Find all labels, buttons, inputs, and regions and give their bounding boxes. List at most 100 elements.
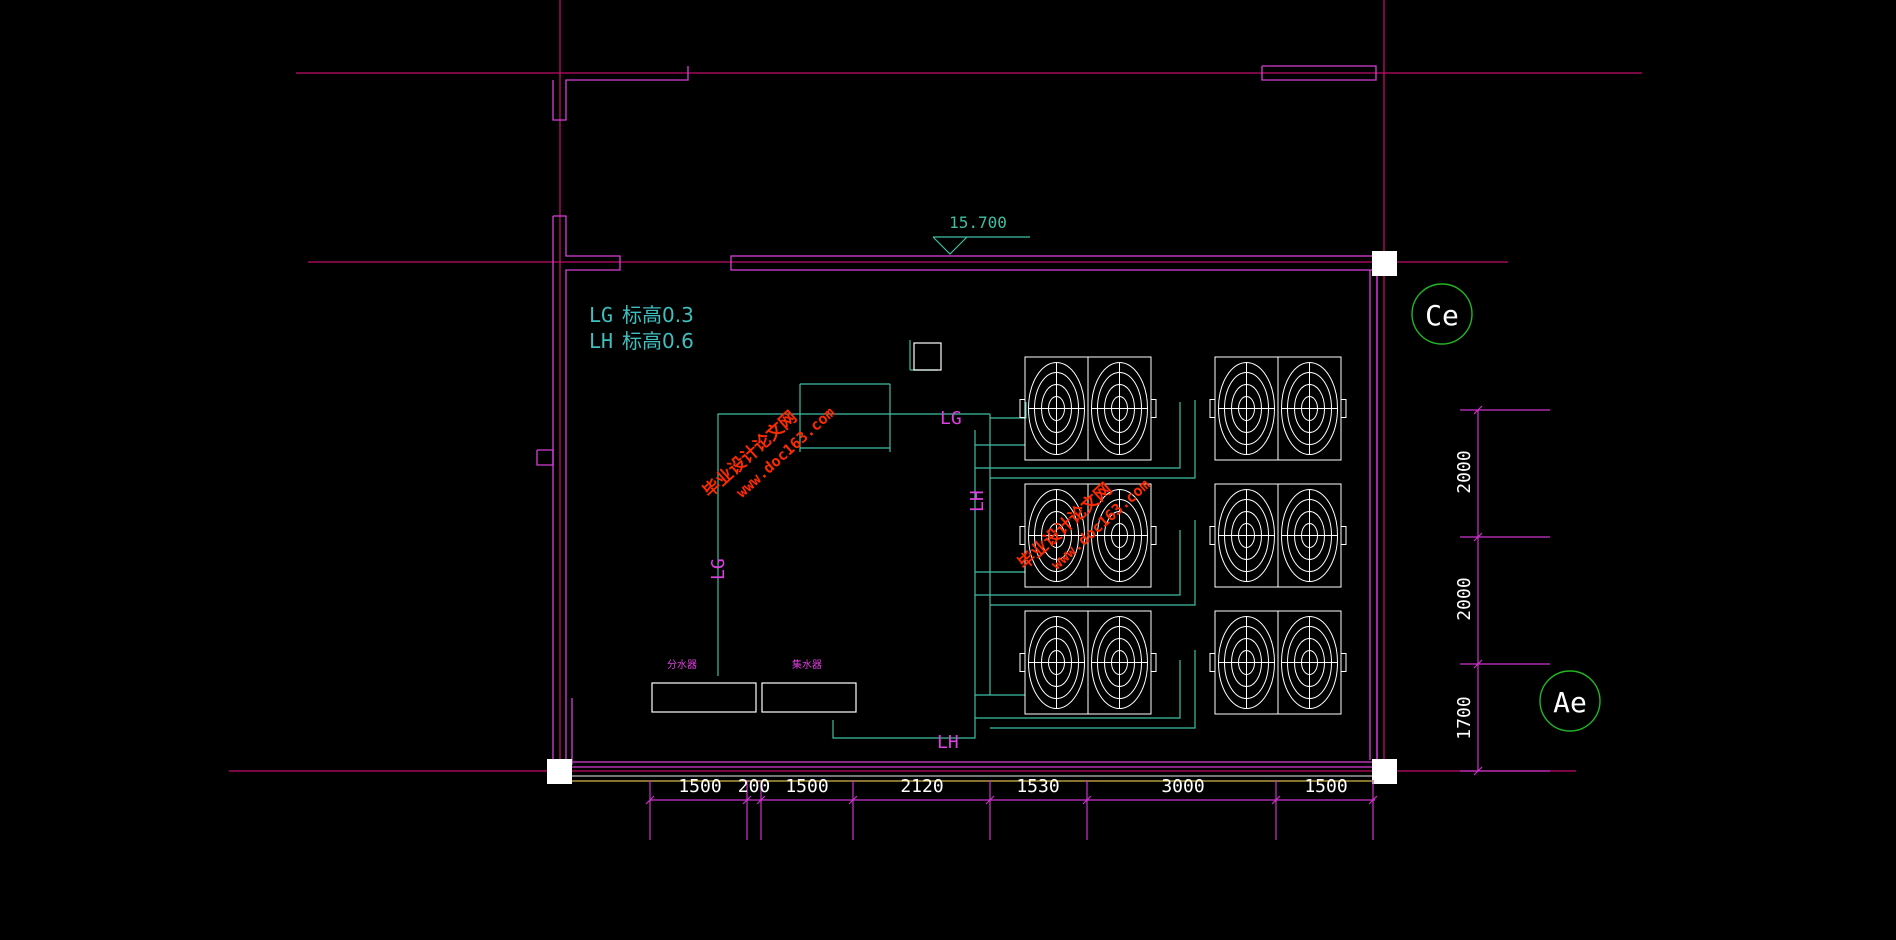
- legend-text-lh: 标高0.6: [622, 329, 694, 353]
- grid-bubble-ce-label: Ce: [1425, 299, 1459, 332]
- column-ce-right: [1372, 251, 1397, 276]
- wall-top-right-stub: [1261, 65, 1377, 81]
- fan-icon: [1281, 616, 1338, 709]
- return-header-box: [761, 682, 857, 713]
- dimension-tick: [756, 795, 766, 805]
- fan-icon: [1218, 489, 1275, 582]
- unit-connection: [1150, 399, 1157, 418]
- vertical-dimension: 1700: [1454, 696, 1475, 739]
- outdoor-units: [1019, 356, 1347, 715]
- column-ae-right: [1372, 759, 1397, 784]
- unit-connection: [1019, 653, 1026, 672]
- pipe-lh-h8: [975, 660, 1181, 719]
- fan-icon: [1091, 362, 1148, 455]
- pipe-lh-h2: [975, 402, 1181, 469]
- fan-icon: [1091, 489, 1148, 582]
- pipe-lh-h9: [990, 650, 1196, 729]
- dimension-tick: [1473, 532, 1483, 542]
- fan-icon: [1218, 616, 1275, 709]
- dimension-tick: [1473, 659, 1483, 669]
- horizontal-dimension: 1500: [678, 776, 721, 797]
- elevation-value: 15.700: [949, 213, 1007, 232]
- horizontal-dimension: 1500: [1304, 776, 1347, 797]
- elevation-triangle: [932, 236, 968, 255]
- unit-connection: [1209, 653, 1216, 672]
- axis-lines: [229, 0, 1642, 780]
- air-cooled-unit: [1019, 356, 1157, 461]
- supply-header-box: [651, 682, 757, 713]
- fan-icon: [1281, 489, 1338, 582]
- legend-text-lg: 标高0.3: [622, 303, 694, 327]
- unit-connection: [1150, 653, 1157, 672]
- floor-edge: [566, 761, 1380, 782]
- pipe-label-lh-lower: LH: [937, 732, 959, 753]
- fan-icon: [1028, 362, 1085, 455]
- grid-bubble-ce: Ce: [1411, 283, 1473, 345]
- air-cooled-unit: [1209, 610, 1347, 715]
- wall-top-left-corner: [552, 66, 689, 121]
- fan-icon: [1028, 616, 1085, 709]
- grid-bubble-ae-circle: [1539, 670, 1601, 732]
- header-equipment-labels: 分水器 集水器: [667, 658, 822, 671]
- dimension-tick: [742, 795, 752, 805]
- vertical-dimension: 2000: [1454, 577, 1475, 620]
- piping: [717, 340, 1196, 739]
- dimension-tick: [1473, 405, 1483, 415]
- elevation-marker: 15.700: [932, 213, 1030, 255]
- pipe-lh-h5: [975, 530, 1181, 596]
- horizontal-dimension: 1530: [1016, 776, 1059, 797]
- pipe-lg-main: [717, 413, 800, 676]
- dimension-tick: [1368, 795, 1378, 805]
- pipe-label-lg-upper: LG: [940, 408, 962, 429]
- horizontal-dimension: 200: [738, 776, 771, 797]
- fan-icon: [1281, 362, 1338, 455]
- pipe-label-lg-vertical: LG: [708, 558, 729, 580]
- air-cooled-unit: [1209, 356, 1347, 461]
- legend-code-lg: LG: [589, 303, 613, 327]
- unit-connection: [1019, 526, 1026, 545]
- air-cooled-unit: [1209, 483, 1347, 588]
- fan-icon: [1028, 489, 1085, 582]
- pipe-lh-return: [832, 720, 900, 739]
- grid-bubble-ce-circle: [1411, 283, 1473, 345]
- grid-bubble-ae: Ae: [1539, 670, 1601, 732]
- dimension-tick: [1082, 795, 1092, 805]
- columns: [547, 251, 1397, 784]
- unit-connection: [1340, 526, 1347, 545]
- supply-header-label: 分水器: [667, 659, 697, 671]
- column-ae-left: [547, 759, 572, 784]
- dimension-tick: [1271, 795, 1281, 805]
- unit-connection: [1340, 653, 1347, 672]
- horizontal-dimension: 3000: [1161, 776, 1204, 797]
- dimension-tick: [645, 795, 655, 805]
- unit-connection: [1150, 526, 1157, 545]
- pipe-label-lh-vertical: LH: [967, 490, 988, 512]
- legend-code-lh: LH: [589, 329, 613, 353]
- horizontal-dimension: 2120: [900, 776, 943, 797]
- air-cooled-unit: [1019, 483, 1157, 588]
- grid-bubble-ae-label: Ae: [1553, 686, 1587, 719]
- vertical-dimension-texts: 2000 2000 1700: [1454, 450, 1475, 739]
- pipe-lh-h3: [990, 400, 1196, 479]
- unit-connection: [1019, 399, 1026, 418]
- dimension-lines: [650, 410, 1479, 801]
- unit-connection: [1209, 399, 1216, 418]
- fan-icon: [1218, 362, 1275, 455]
- legend: LG 标高0.3 LH 标高0.6: [589, 303, 694, 353]
- dimension-tick: [985, 795, 995, 805]
- air-cooled-unit: [1019, 610, 1157, 715]
- wall-left-niche: [536, 449, 554, 466]
- header-equipment: [651, 342, 942, 713]
- expansion-tank: [913, 342, 942, 371]
- pipe-lh-main: [900, 430, 976, 739]
- horizontal-dimension-texts: 1500 200 1500 2120 1530 3000 1500: [678, 776, 1347, 797]
- dimension-ticks: [645, 405, 1550, 840]
- pipe-lh-h6: [990, 520, 1196, 606]
- unit-connection: [1340, 399, 1347, 418]
- vertical-dimension: 2000: [1454, 450, 1475, 493]
- unit-connection: [1209, 526, 1216, 545]
- horizontal-dimension: 1500: [785, 776, 828, 797]
- pipe-labels: LG LG LH LH: [708, 408, 988, 753]
